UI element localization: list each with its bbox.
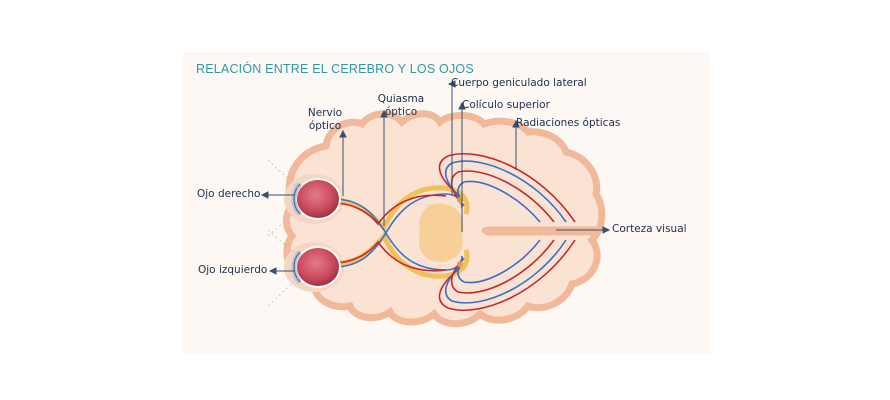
left-eye — [291, 246, 341, 288]
label-nervio-optico: Nervio óptico — [305, 107, 345, 133]
sight-lines — [267, 159, 299, 307]
label-coliculo-superior: Colículo superior — [462, 99, 550, 111]
thalamus — [418, 203, 464, 262]
label-cuerpo-geniculado: Cuerpo geniculado lateral — [451, 77, 587, 89]
label-corteza-visual: Corteza visual — [612, 223, 687, 235]
label-quiasma-optico: Quiasma óptico — [377, 93, 425, 119]
label-ojo-izquierdo: Ojo izquierdo — [198, 264, 268, 276]
label-nervio-line2: óptico — [308, 120, 342, 132]
label-quiasma-line2: óptico — [384, 106, 418, 118]
label-radiaciones-opticas: Radiaciones ópticas — [516, 117, 621, 129]
label-quiasma-line1: Quiasma — [377, 93, 425, 105]
diagram-title: RELACIÓN ENTRE EL CEREBRO Y LOS OJOS — [196, 62, 474, 76]
label-ojo-derecho: Ojo derecho — [197, 188, 261, 200]
leader-lines — [260, 80, 611, 275]
right-eye — [291, 178, 341, 220]
label-nervio-line1: Nervio — [307, 107, 343, 119]
